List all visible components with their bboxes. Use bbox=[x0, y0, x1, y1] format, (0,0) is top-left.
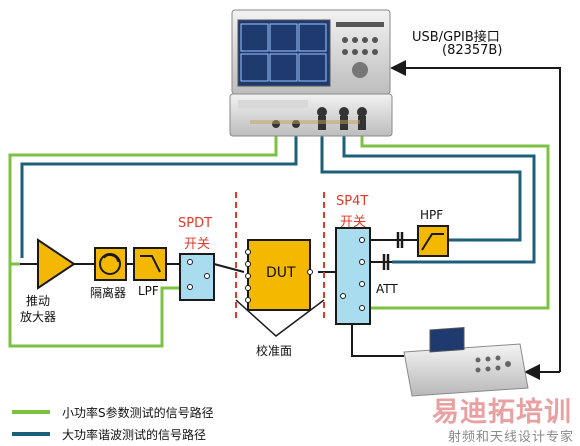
sp4t-label-2: 开关 bbox=[340, 215, 367, 230]
green-path-spdt-return bbox=[8, 264, 180, 348]
hpf-label: HPF bbox=[420, 208, 444, 222]
coupler-capacitor-2 bbox=[382, 254, 390, 270]
spdt-label-2: 开关 bbox=[184, 237, 211, 252]
green-path-vna-to-sp4t bbox=[360, 136, 550, 310]
analyzer-screen bbox=[237, 19, 331, 87]
chain-spdt-dut bbox=[213, 263, 245, 273]
usb-gpib-label: USB/GPIB接口 bbox=[412, 30, 500, 45]
power-meter bbox=[403, 327, 529, 397]
sp4t-switch bbox=[335, 227, 371, 325]
network-analyzer bbox=[229, 9, 393, 137]
coupler-capacitor-1 bbox=[396, 232, 404, 248]
legend-item-green: 小功率S参数测试的信号路径 bbox=[12, 404, 214, 420]
usb-gpib-model-label: (82357B) bbox=[442, 43, 503, 58]
driver-amp-label-1: 推动 bbox=[26, 294, 51, 308]
spdt-switch bbox=[179, 253, 215, 301]
legend-swatch-green bbox=[12, 410, 50, 414]
legend-text-green: 小功率S参数测试的信号路径 bbox=[62, 405, 214, 420]
hpf-filter bbox=[417, 225, 449, 257]
dut-label: DUT bbox=[266, 265, 296, 281]
lpf-label: LPF bbox=[138, 284, 159, 298]
att-label: ATT bbox=[376, 282, 398, 296]
calibration-plane-pointer bbox=[235, 299, 325, 337]
driver-amp-label-2: 放大器 bbox=[20, 310, 57, 324]
dut-block bbox=[245, 239, 313, 311]
legend-item-blue: 大功率谐波测试的信号路径 bbox=[12, 426, 206, 442]
spdt-label-1: SPDT bbox=[178, 216, 213, 231]
legend-swatch-blue bbox=[12, 432, 50, 436]
blue-path-vna-2 bbox=[320, 136, 522, 242]
isolator-label: 隔离器 bbox=[90, 286, 127, 300]
calibration-plane-label: 校准面 bbox=[256, 344, 293, 358]
driver-amplifier bbox=[20, 238, 76, 290]
isolator bbox=[94, 247, 127, 281]
usb-gpib-arrow-to-vna bbox=[390, 60, 561, 372]
legend-text-blue: 大功率谐波测试的信号路径 bbox=[62, 427, 207, 442]
lpf-filter bbox=[133, 247, 167, 281]
blue-path-vna-3 bbox=[342, 136, 536, 264]
sp4t-label-1: SP4T bbox=[336, 194, 369, 209]
watermark-title: 易迪拓培训 bbox=[432, 397, 572, 428]
chain-sp4t-to-meter bbox=[351, 324, 404, 357]
watermark-subtitle: 射频和天线设计专家 bbox=[447, 430, 574, 445]
blue-path-vna-1 bbox=[20, 136, 298, 258]
green-path-vna-to-amp bbox=[8, 136, 278, 266]
